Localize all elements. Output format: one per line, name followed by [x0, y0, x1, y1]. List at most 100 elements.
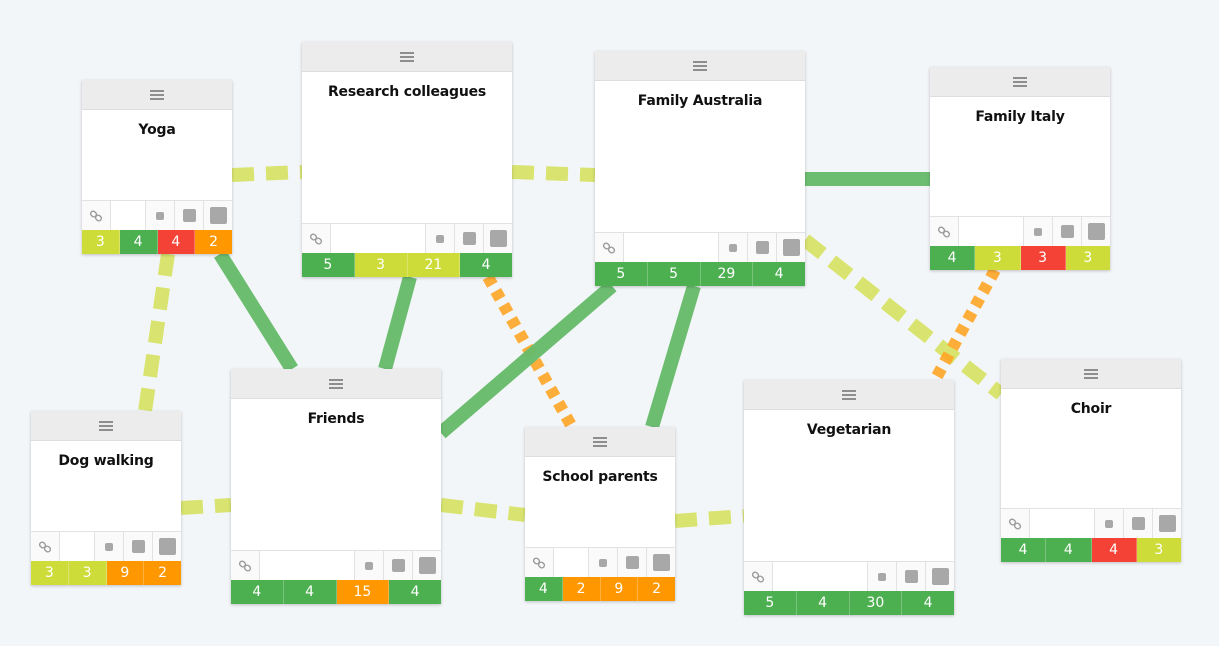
connection-research-colleagues-family-australia[interactable] — [511, 165, 596, 182]
size-medium-button[interactable] — [1052, 217, 1081, 246]
size-large-button[interactable] — [412, 551, 441, 580]
card-drag-handle[interactable] — [525, 427, 675, 457]
connection-friends-school-parents[interactable] — [440, 498, 526, 522]
connection-family-australia-school-parents[interactable] — [645, 284, 701, 429]
connection-family-australia-choir[interactable] — [800, 234, 1006, 400]
connection-yoga-friends[interactable] — [214, 250, 298, 373]
size-medium-button[interactable] — [174, 201, 203, 230]
size-large-button[interactable] — [925, 562, 954, 591]
size-medium-button[interactable] — [896, 562, 925, 591]
card-drag-handle[interactable] — [744, 380, 954, 410]
size-large-button[interactable] — [1081, 217, 1110, 246]
card-drag-handle[interactable] — [595, 51, 805, 81]
size-medium-icon — [462, 232, 476, 245]
link-button[interactable] — [595, 233, 624, 262]
size-large-button[interactable] — [1152, 509, 1181, 538]
card-drag-handle[interactable] — [31, 411, 181, 441]
size-small-icon — [599, 558, 607, 567]
stat-cell: 3 — [1065, 246, 1110, 270]
connection-dog-walking-friends[interactable] — [180, 498, 232, 515]
size-small-button[interactable] — [1023, 217, 1052, 246]
connection-research-colleagues-friends[interactable] — [378, 275, 417, 371]
link-button[interactable] — [744, 562, 773, 591]
menu-icon — [842, 389, 856, 400]
size-small-button[interactable] — [425, 224, 454, 253]
size-small-button[interactable] — [94, 532, 123, 561]
stat-cell: 4 — [1046, 538, 1092, 562]
link-button[interactable] — [31, 532, 60, 561]
size-medium-button[interactable] — [1123, 509, 1152, 538]
stat-cell: 2 — [562, 577, 601, 601]
link-button[interactable] — [930, 217, 959, 246]
size-small-button[interactable] — [1094, 509, 1123, 538]
link-icon — [38, 540, 52, 553]
link-icon — [937, 225, 951, 238]
size-large-button[interactable] — [776, 233, 805, 262]
group-title: Family Australia — [637, 93, 763, 109]
connection-yoga-dog-walking[interactable] — [138, 252, 175, 413]
card-drag-handle[interactable] — [302, 42, 512, 72]
size-small-button[interactable] — [588, 548, 617, 577]
stat-cell: 4 — [753, 262, 805, 286]
controls-spacer — [773, 562, 867, 591]
connection-school-parents-vegetarian[interactable] — [674, 509, 745, 528]
stat-cell: 15 — [336, 580, 390, 604]
size-medium-button[interactable] — [454, 224, 483, 253]
link-icon — [238, 559, 252, 572]
size-small-icon — [729, 243, 737, 252]
size-small-button[interactable] — [718, 233, 747, 262]
card-controls — [82, 200, 232, 230]
size-large-icon — [1158, 515, 1176, 532]
connection-family-italy-vegetarian[interactable] — [929, 267, 1001, 383]
size-small-button[interactable] — [145, 201, 174, 230]
link-button[interactable] — [1001, 509, 1030, 538]
connection-family-australia-friends[interactable] — [436, 280, 617, 439]
size-small-icon — [365, 561, 373, 570]
card-drag-handle[interactable] — [930, 67, 1110, 97]
size-large-button[interactable] — [203, 201, 232, 230]
size-medium-button[interactable] — [617, 548, 646, 577]
link-button[interactable] — [82, 201, 111, 230]
size-small-icon — [878, 572, 886, 581]
link-icon — [309, 232, 323, 245]
card-controls — [1001, 508, 1181, 538]
stat-cell: 3 — [31, 561, 69, 585]
size-medium-button[interactable] — [383, 551, 412, 580]
controls-spacer — [331, 224, 425, 253]
menu-icon — [1013, 76, 1027, 87]
size-small-button[interactable] — [867, 562, 896, 591]
size-large-button[interactable] — [646, 548, 675, 577]
size-small-icon — [1105, 519, 1113, 528]
link-button[interactable] — [525, 548, 554, 577]
link-button[interactable] — [302, 224, 331, 253]
size-medium-button[interactable] — [747, 233, 776, 262]
size-large-button[interactable] — [152, 532, 181, 561]
connection-yoga-research-colleagues[interactable] — [231, 165, 303, 182]
card-drag-handle[interactable] — [1001, 359, 1181, 389]
stat-cell: 3 — [1136, 538, 1181, 562]
size-large-button[interactable] — [483, 224, 512, 253]
link-button[interactable] — [231, 551, 260, 580]
size-small-button[interactable] — [354, 551, 383, 580]
size-large-icon — [158, 538, 176, 555]
size-medium-button[interactable] — [123, 532, 152, 561]
size-medium-icon — [391, 559, 405, 572]
stat-cell: 4 — [460, 253, 512, 277]
card-drag-handle[interactable] — [231, 369, 441, 399]
card-drag-handle[interactable] — [82, 80, 232, 110]
stat-cell: 4 — [525, 577, 563, 601]
